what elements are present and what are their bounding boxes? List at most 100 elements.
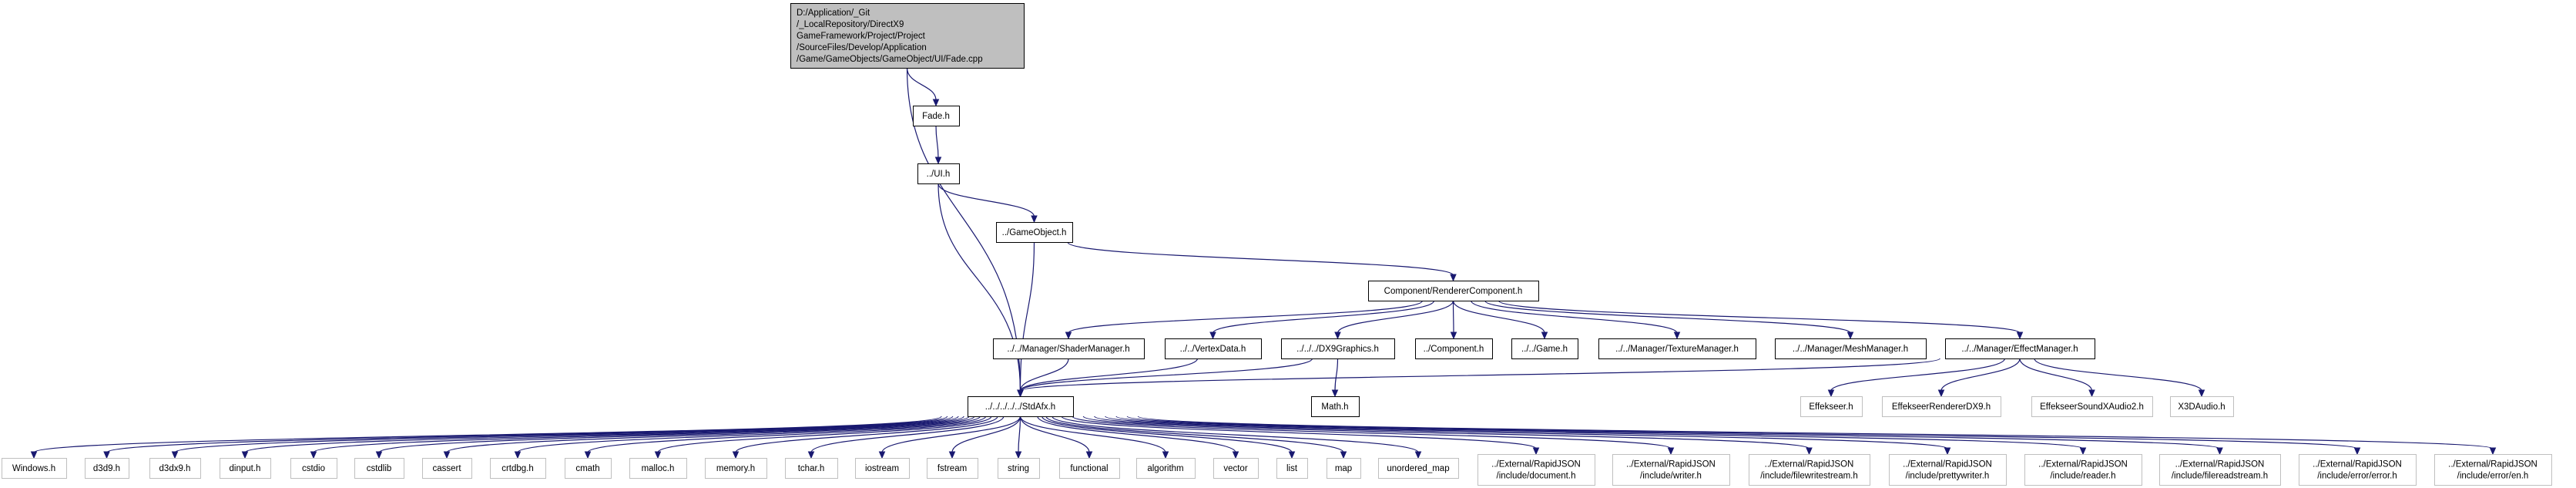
- edge-stdafx_h-to-functional: [1019, 416, 1090, 453]
- edge-stdafx_h-to-cassert: [446, 416, 975, 453]
- node-map: map: [1327, 458, 1361, 479]
- node-label-rj_document-0: ../External/RapidJSON: [1491, 460, 1581, 469]
- node-ui_h[interactable]: ../UI.h: [917, 163, 960, 184]
- edge-stdafx_h-to-map: [1045, 416, 1344, 453]
- node-label-rj_error-1: /include/error/error.h: [2317, 472, 2397, 481]
- node-vertexdata_h[interactable]: ../../VertexData.h: [1165, 338, 1262, 359]
- node-label-rj_filewrite-1: /include/filewritestream.h: [1760, 472, 1858, 481]
- node-box-list: [1276, 458, 1308, 479]
- arrowhead-stdafx_h-to-d3d9_h: [103, 451, 110, 459]
- edge-stdafx_h-to-rj_pretty: [1094, 416, 1948, 449]
- arrowhead-stdafx_h-to-cassert: [443, 451, 451, 459]
- node-box-effekseer_h: [1800, 396, 1863, 417]
- arrowhead-effectmgr_h-to-stdafx_h: [1017, 389, 1024, 398]
- node-component_h[interactable]: ../Component.h: [1415, 338, 1493, 359]
- edge-stdafx_h-to-rj_fileread: [1115, 416, 2221, 449]
- edge-renderer_h-to-texturemgr_h: [1471, 300, 1678, 334]
- node-label-unordered_map-0: unordered_map: [1387, 464, 1449, 473]
- node-effectmgr_h[interactable]: ../../Manager/EffectManager.h: [1945, 338, 2095, 359]
- arrowhead-stdafx_h-to-fstream: [948, 451, 956, 459]
- node-label-x3daudio_h-0: X3DAudio.h: [2178, 402, 2225, 412]
- arrowhead-stdafx_h-to-d3dx9_h: [171, 451, 179, 459]
- edge-stdafx_h-to-unordered_map: [1052, 416, 1419, 453]
- node-rj_error: ../External/RapidJSON/include/error/erro…: [2299, 454, 2417, 486]
- node-shadermgr_h[interactable]: ../../Manager/ShaderManager.h: [993, 338, 1145, 359]
- node-label-math_h-0: Math.h: [1321, 402, 1348, 412]
- node-label-malloc_h-0: malloc.h: [642, 464, 675, 473]
- node-label-root-1: /_LocalRepository/DirectX9: [797, 20, 904, 29]
- node-label-windows_h-0: Windows.h: [12, 464, 55, 473]
- node-box-rj_error: [2299, 454, 2417, 486]
- edge-effectmgr_h-to-x3daudio_h: [2034, 358, 2202, 392]
- node-label-vertexdata_h-0: ../../VertexData.h: [1180, 345, 1246, 354]
- node-tchar_h: tchar.h: [785, 458, 838, 479]
- node-label-tchar_h-0: tchar.h: [798, 464, 825, 473]
- edge-stdafx_h-to-rj_document: [1061, 416, 1537, 449]
- node-d3dx9_h: d3dx9.h: [149, 458, 201, 479]
- edge-dx9graphics_h-to-math_h: [1334, 358, 1339, 392]
- node-label-d3dx9_h-0: d3dx9.h: [159, 464, 191, 473]
- node-box-cmath: [565, 458, 612, 479]
- arrowhead-renderer_h-to-texturemgr_h: [1673, 332, 1681, 340]
- node-label-cassert-0: cassert: [432, 464, 461, 473]
- node-box-d3dx9_h: [149, 458, 201, 479]
- node-label-renderer_h-0: Component/RendererComponent.h: [1384, 287, 1523, 296]
- node-dx9graphics_h[interactable]: ../../../DX9Graphics.h: [1281, 338, 1395, 359]
- edge-gameobject_h-to-renderer_h: [1067, 241, 1454, 276]
- node-label-functional-0: functional: [1070, 464, 1108, 473]
- node-box-effectmgr_h: [1945, 338, 2095, 359]
- node-game_h[interactable]: ../../Game.h: [1511, 338, 1578, 359]
- node-box-meshmgr_h: [1775, 338, 1927, 359]
- node-fade_h[interactable]: Fade.h: [913, 106, 960, 126]
- node-label-dx9graphics_h-0: ../../../DX9Graphics.h: [1296, 345, 1379, 354]
- node-label-effectmgr_h-0: ../../Manager/EffectManager.h: [1961, 345, 2078, 354]
- edge-stdafx_h-to-string: [1018, 416, 1021, 453]
- node-box-vector: [1213, 458, 1259, 479]
- node-renderer_h[interactable]: Component/RendererComponent.h: [1368, 281, 1539, 301]
- arrowhead-stdafx_h-to-rj_error: [2353, 447, 2361, 456]
- arrowhead-stdafx_h-to-cstdio: [310, 451, 317, 459]
- edge-stdafx_h-to-d3dx9_h: [174, 416, 954, 453]
- arrowhead-stdafx_h-to-algorithm: [1162, 451, 1169, 459]
- node-box-rj_filewrite: [1749, 454, 1870, 486]
- arrowhead-stdafx_h-to-cmath: [584, 451, 592, 459]
- node-box-windows_h: [2, 458, 67, 479]
- arrowhead-stdafx_h-to-malloc_h: [654, 451, 662, 459]
- node-meshmgr_h[interactable]: ../../Manager/MeshManager.h: [1775, 338, 1927, 359]
- node-box-iostream: [855, 458, 910, 479]
- edge-effectmgr_h-to-effekseer_sound: [2019, 358, 2093, 392]
- node-dinput_h: dinput.h: [220, 458, 271, 479]
- node-gameobject_h[interactable]: ../GameObject.h: [996, 222, 1073, 243]
- edge-stdafx_h-to-algorithm: [1019, 416, 1166, 453]
- node-d3d9_h: d3d9.h: [85, 458, 129, 479]
- node-root[interactable]: D:/Application/_Git/_LocalRepository/Dir…: [790, 3, 1025, 69]
- arrowhead-effectmgr_h-to-effekseer_h: [1827, 389, 1835, 398]
- arrowhead-stdafx_h-to-memory_h: [732, 451, 740, 459]
- node-cstdio: cstdio: [290, 458, 337, 479]
- edge-renderer_h-to-game_h: [1452, 300, 1545, 334]
- node-box-rj_reader: [2024, 454, 2142, 486]
- node-texturemgr_h[interactable]: ../../Manager/TextureManager.h: [1598, 338, 1756, 359]
- edge-gameobject_h-to-stdafx_h: [1019, 241, 1035, 392]
- nodes-layer: D:/Application/_Git/_LocalRepository/Dir…: [2, 3, 2552, 486]
- node-label-cstdlib-0: cstdlib: [367, 464, 392, 473]
- edge-stdafx_h-to-dinput_h: [244, 416, 959, 453]
- node-box-functional: [1059, 458, 1120, 479]
- arrowhead-stdafx_h-to-tchar_h: [807, 451, 815, 459]
- node-math_h[interactable]: Math.h: [1311, 396, 1360, 417]
- node-cassert: cassert: [422, 458, 472, 479]
- node-label-rj_reader-0: ../External/RapidJSON: [2038, 460, 2128, 469]
- node-stdafx_h[interactable]: ../../../../../StdAfx.h: [968, 396, 1074, 417]
- node-box-rj_pretty: [1889, 454, 2007, 486]
- node-label-root-4: /Game/GameObjects/GameObject/UI/Fade.cpp: [797, 55, 983, 64]
- edge-vertexdata_h-to-stdafx_h: [1019, 358, 1199, 392]
- node-label-string-0: string: [1008, 464, 1029, 473]
- edge-stdafx_h-to-crtdbg_h: [517, 416, 981, 453]
- arrowhead-stdafx_h-to-rj_filewrite: [1806, 447, 1813, 456]
- node-string: string: [998, 458, 1040, 479]
- edge-dx9graphics_h-to-stdafx_h: [1019, 358, 1313, 392]
- arrowhead-stdafx_h-to-rj_pretty: [1944, 447, 1951, 456]
- node-label-rj_error_en-1: /include/error/en.h: [2457, 472, 2529, 481]
- node-label-map-0: map: [1335, 464, 1352, 473]
